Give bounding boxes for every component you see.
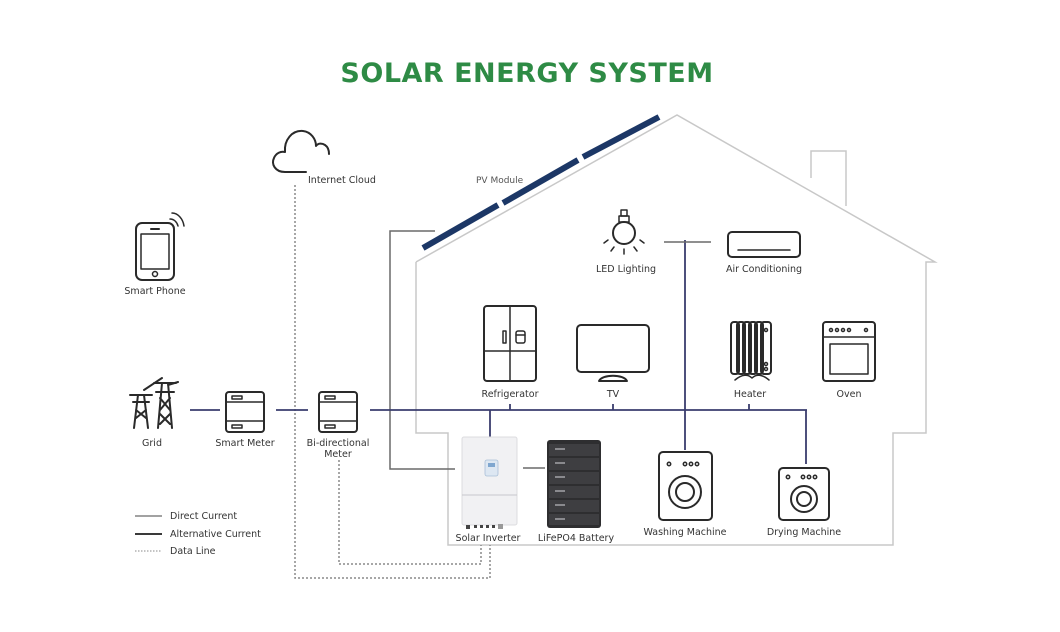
bidirectional-meter-icon [318, 391, 358, 433]
battery-stack-image [547, 440, 601, 528]
air-conditioning-label: Air Conditioning [726, 264, 802, 275]
refrigerator-icon [483, 305, 537, 382]
oven-icon [822, 321, 876, 382]
legend: Direct Current Alternative Current Data … [135, 511, 261, 557]
data-line-meter-to-inverter [338, 460, 482, 565]
grid-label: Grid [142, 438, 162, 449]
smart-phone-icon [135, 212, 185, 281]
dc-line-pv-to-inverter [389, 230, 455, 470]
washing-machine-label: Washing Machine [643, 527, 726, 538]
light-bulb-icon [603, 209, 645, 255]
tv-icon [576, 324, 650, 382]
legend-label-data-line: Data Line [170, 546, 216, 557]
drying-machine-icon [778, 467, 830, 521]
diagram-title: SOLAR ENERGY SYSTEM [340, 58, 713, 89]
drying-machine-label: Drying Machine [767, 527, 841, 538]
house-outline [415, 114, 938, 546]
smart-phone-label: Smart Phone [124, 286, 185, 297]
bidirectional-meter-label-2: Meter [324, 449, 352, 460]
air-conditioner-icon [727, 231, 801, 258]
solar-inverter-image [461, 436, 518, 529]
smart-meter-icon [225, 391, 265, 433]
smart-meter-label: Smart Meter [215, 438, 274, 449]
legend-label-alternative-current: Alternative Current [170, 529, 261, 540]
pv-panel [501, 157, 580, 206]
bidirectional-meter-label-1: Bi-directional [307, 438, 370, 449]
heater-label: Heater [734, 389, 766, 400]
solar-inverter-label: Solar Inverter [456, 533, 521, 544]
oven-label: Oven [837, 389, 862, 400]
pv-panel [421, 202, 500, 251]
legend-label-direct-current: Direct Current [170, 511, 237, 522]
tv-label: TV [606, 389, 620, 400]
pv-panel [581, 114, 661, 160]
battery-label: LiFePO4 Battery [538, 533, 615, 544]
pv-module [421, 114, 661, 251]
pv-module-label: PV Module [476, 176, 524, 186]
cloud-icon [272, 129, 330, 173]
washing-machine-icon [658, 451, 713, 521]
refrigerator-label: Refrigerator [482, 389, 539, 400]
internet-cloud-label: Internet Cloud [308, 175, 376, 186]
data-line-cloud-to-inverter [294, 185, 491, 579]
heater-icon [730, 321, 772, 381]
led-lighting-label: LED Lighting [596, 264, 656, 275]
power-tower-icon [129, 377, 179, 429]
